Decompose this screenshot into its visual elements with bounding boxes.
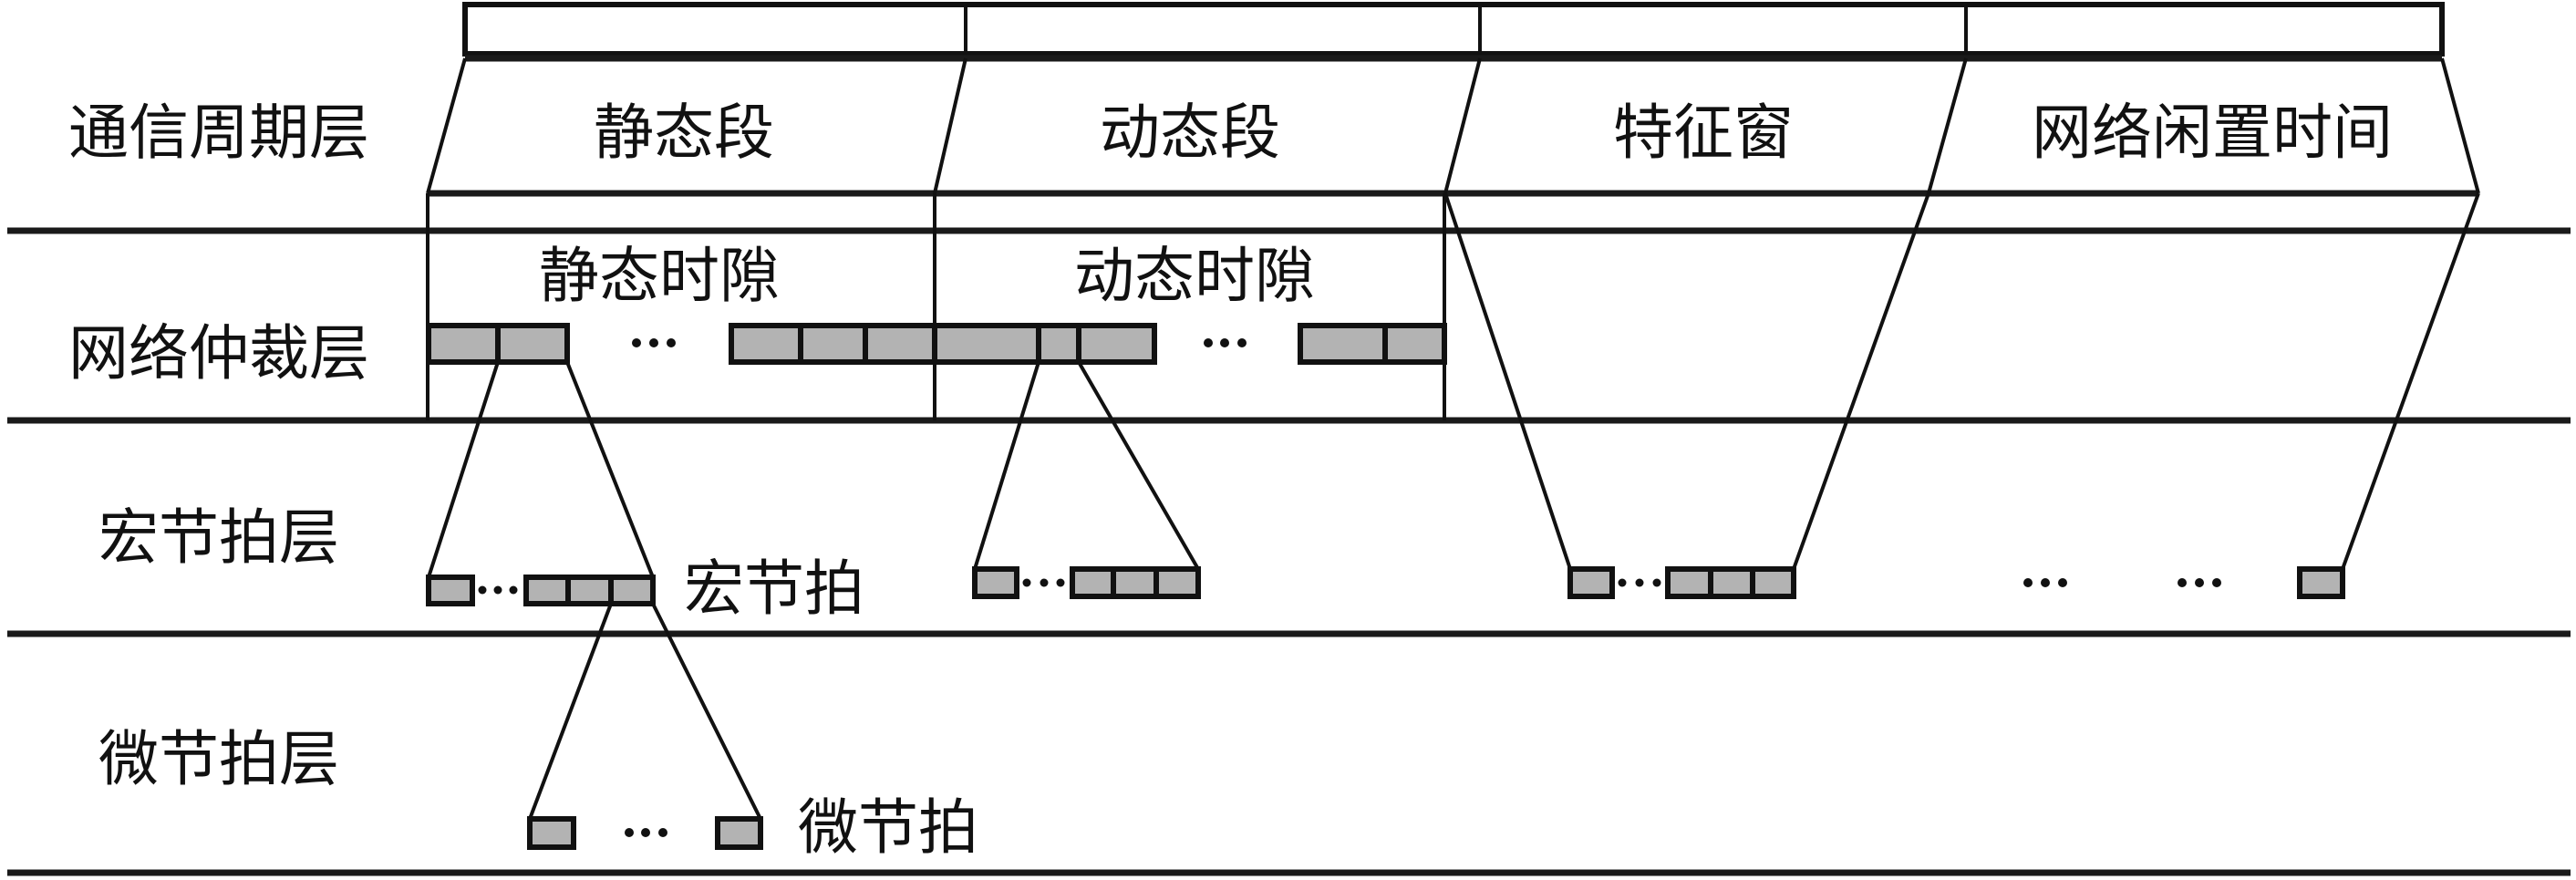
segment-static: 静态段 xyxy=(594,98,774,168)
macrotick-annotation: 宏节拍 xyxy=(684,554,864,624)
segment-dynamic: 动态段 xyxy=(1100,98,1280,168)
expansion-line xyxy=(1443,192,1572,570)
segment-symbol-window: 特征窗 xyxy=(1613,98,1794,168)
macrotick-box xyxy=(565,575,614,606)
macrotick-box xyxy=(1070,566,1116,599)
slot-box xyxy=(932,323,1041,365)
slot-box xyxy=(1382,323,1447,365)
microtick-group xyxy=(527,816,763,850)
layer-label-arbitration: 网络仲裁层 xyxy=(68,318,369,388)
macrotick-group-idle xyxy=(2023,566,2345,599)
expansion-line xyxy=(2341,192,2480,570)
layer-label-microtick: 微节拍层 xyxy=(98,724,339,794)
slot-box xyxy=(798,323,868,365)
macrotick-box xyxy=(1154,566,1201,599)
macrotick-group-symbol-window xyxy=(1567,566,1796,599)
macrotick-box xyxy=(1111,566,1159,599)
slot-box xyxy=(495,323,570,365)
layer-label-macrotick: 宏节拍层 xyxy=(98,502,339,573)
slot-box xyxy=(426,323,501,365)
ellipsis-dots xyxy=(632,338,1247,347)
macrotick-box xyxy=(1665,566,1713,599)
segment-edge xyxy=(1927,57,1968,194)
dynamic-slots xyxy=(932,323,1447,365)
macrotick-box xyxy=(523,575,571,606)
microtick-box xyxy=(527,816,576,850)
slot-box xyxy=(1298,323,1388,365)
macrotick-box xyxy=(608,575,656,606)
expansion-line xyxy=(528,603,613,820)
slot-box xyxy=(863,323,937,365)
slot-box xyxy=(1076,323,1157,365)
expansion-line xyxy=(973,361,1040,570)
segment-edge xyxy=(1443,57,1482,194)
layer-label-cycle: 通信周期层 xyxy=(68,98,369,168)
static-slot-label: 静态时隙 xyxy=(539,241,780,311)
segment-network-idle-time: 网络闲置时间 xyxy=(2032,98,2393,168)
cycle-top-box xyxy=(462,2,2445,57)
macrotick-box xyxy=(1708,566,1755,599)
macrotick-group-static xyxy=(426,575,656,606)
static-slots xyxy=(426,323,937,365)
segment-edge xyxy=(2440,57,2480,194)
slot-box xyxy=(729,323,803,365)
macrotick-box xyxy=(1750,566,1796,599)
dynamic-slot-label: 动态时隙 xyxy=(1074,241,1315,311)
slot-box xyxy=(1036,323,1081,365)
expansion-line xyxy=(651,603,762,820)
macrotick-box xyxy=(2297,566,2345,599)
microtick-annotation: 微节拍 xyxy=(798,792,978,863)
segment-edge xyxy=(426,57,467,194)
macrotick-box xyxy=(426,575,475,606)
microtick-box xyxy=(715,816,763,850)
expansion-line xyxy=(565,361,655,578)
expansion-line xyxy=(1792,192,1930,570)
expansion-line xyxy=(1077,361,1200,570)
macrotick-box xyxy=(972,566,1019,599)
macrotick-group-dynamic xyxy=(972,566,1201,599)
expansion-line xyxy=(427,361,500,578)
macrotick-box xyxy=(1567,566,1615,599)
segment-edge xyxy=(933,57,967,194)
